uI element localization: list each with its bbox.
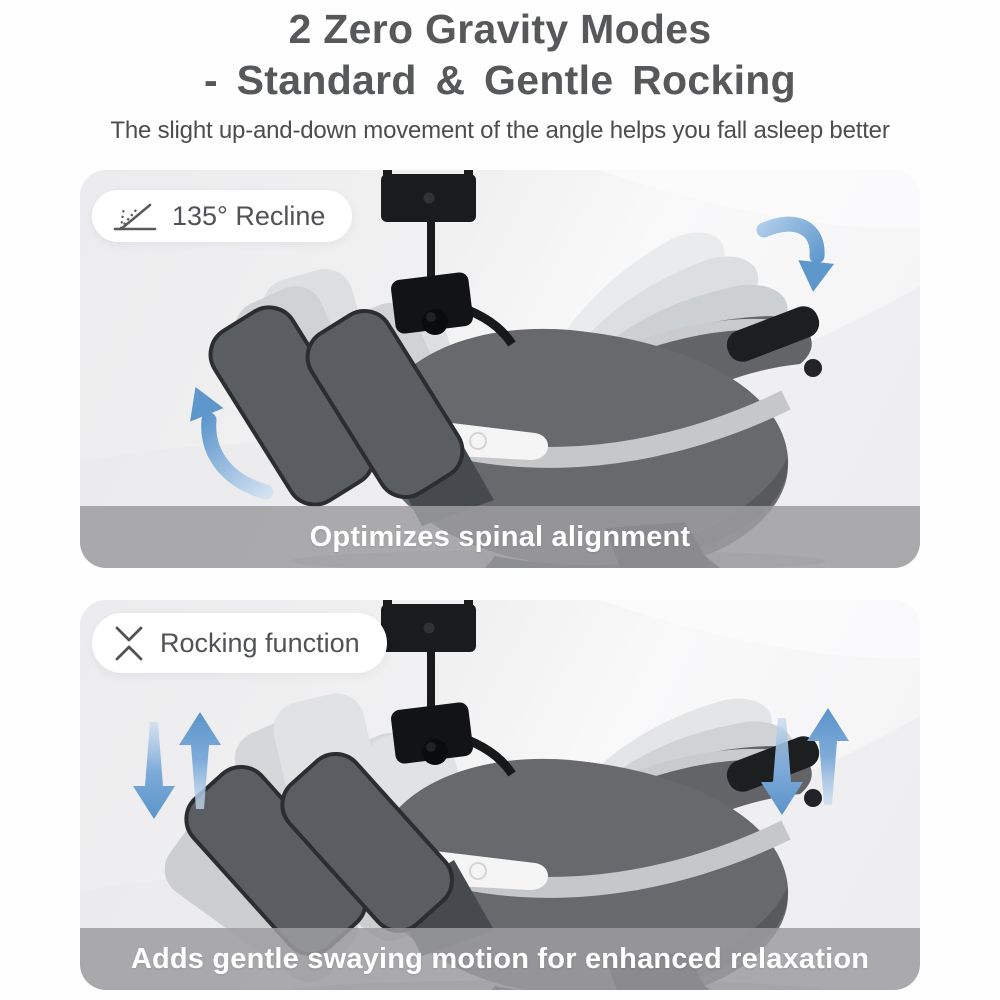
page-subtitle: The slight up-and-down movement of the a… (110, 117, 890, 144)
rocking-caption-text: Adds gentle swaying motion for enhanced … (130, 942, 870, 975)
rocking-badge: Rocking function (92, 613, 387, 673)
rocking-caption-bar: Adds gentle swaying motion for enhanced … (80, 928, 920, 990)
recline-badge: 135° Recline (92, 190, 353, 242)
curved-arrow-down-right-icon (756, 216, 835, 292)
panel-standard-recline: 135° Recline Optimizes spinal alignment (80, 170, 920, 568)
recline-chair-illustration (80, 170, 920, 568)
rocking-badge-label: Rocking function (160, 627, 360, 658)
panel-gentle-rocking: Rocking function Adds gentle swaying mot… (80, 600, 920, 990)
recline-caption-bar: Optimizes spinal alignment (80, 506, 920, 568)
recline-caption-text: Optimizes spinal alignment (309, 520, 691, 553)
rocking-chevrons-icon (115, 626, 143, 661)
page-title-line-2: - Standard & Gentle Rocking (204, 57, 796, 103)
recline-badge-label: 135° Recline (172, 200, 326, 231)
header: 2 Zero Gravity Modes - Standard & Gentle… (0, 4, 1000, 145)
page-title-line-1: 2 Zero Gravity Modes (288, 6, 712, 52)
curved-arrow-up-left-icon (190, 387, 274, 500)
recline-angle-icon (113, 203, 157, 231)
